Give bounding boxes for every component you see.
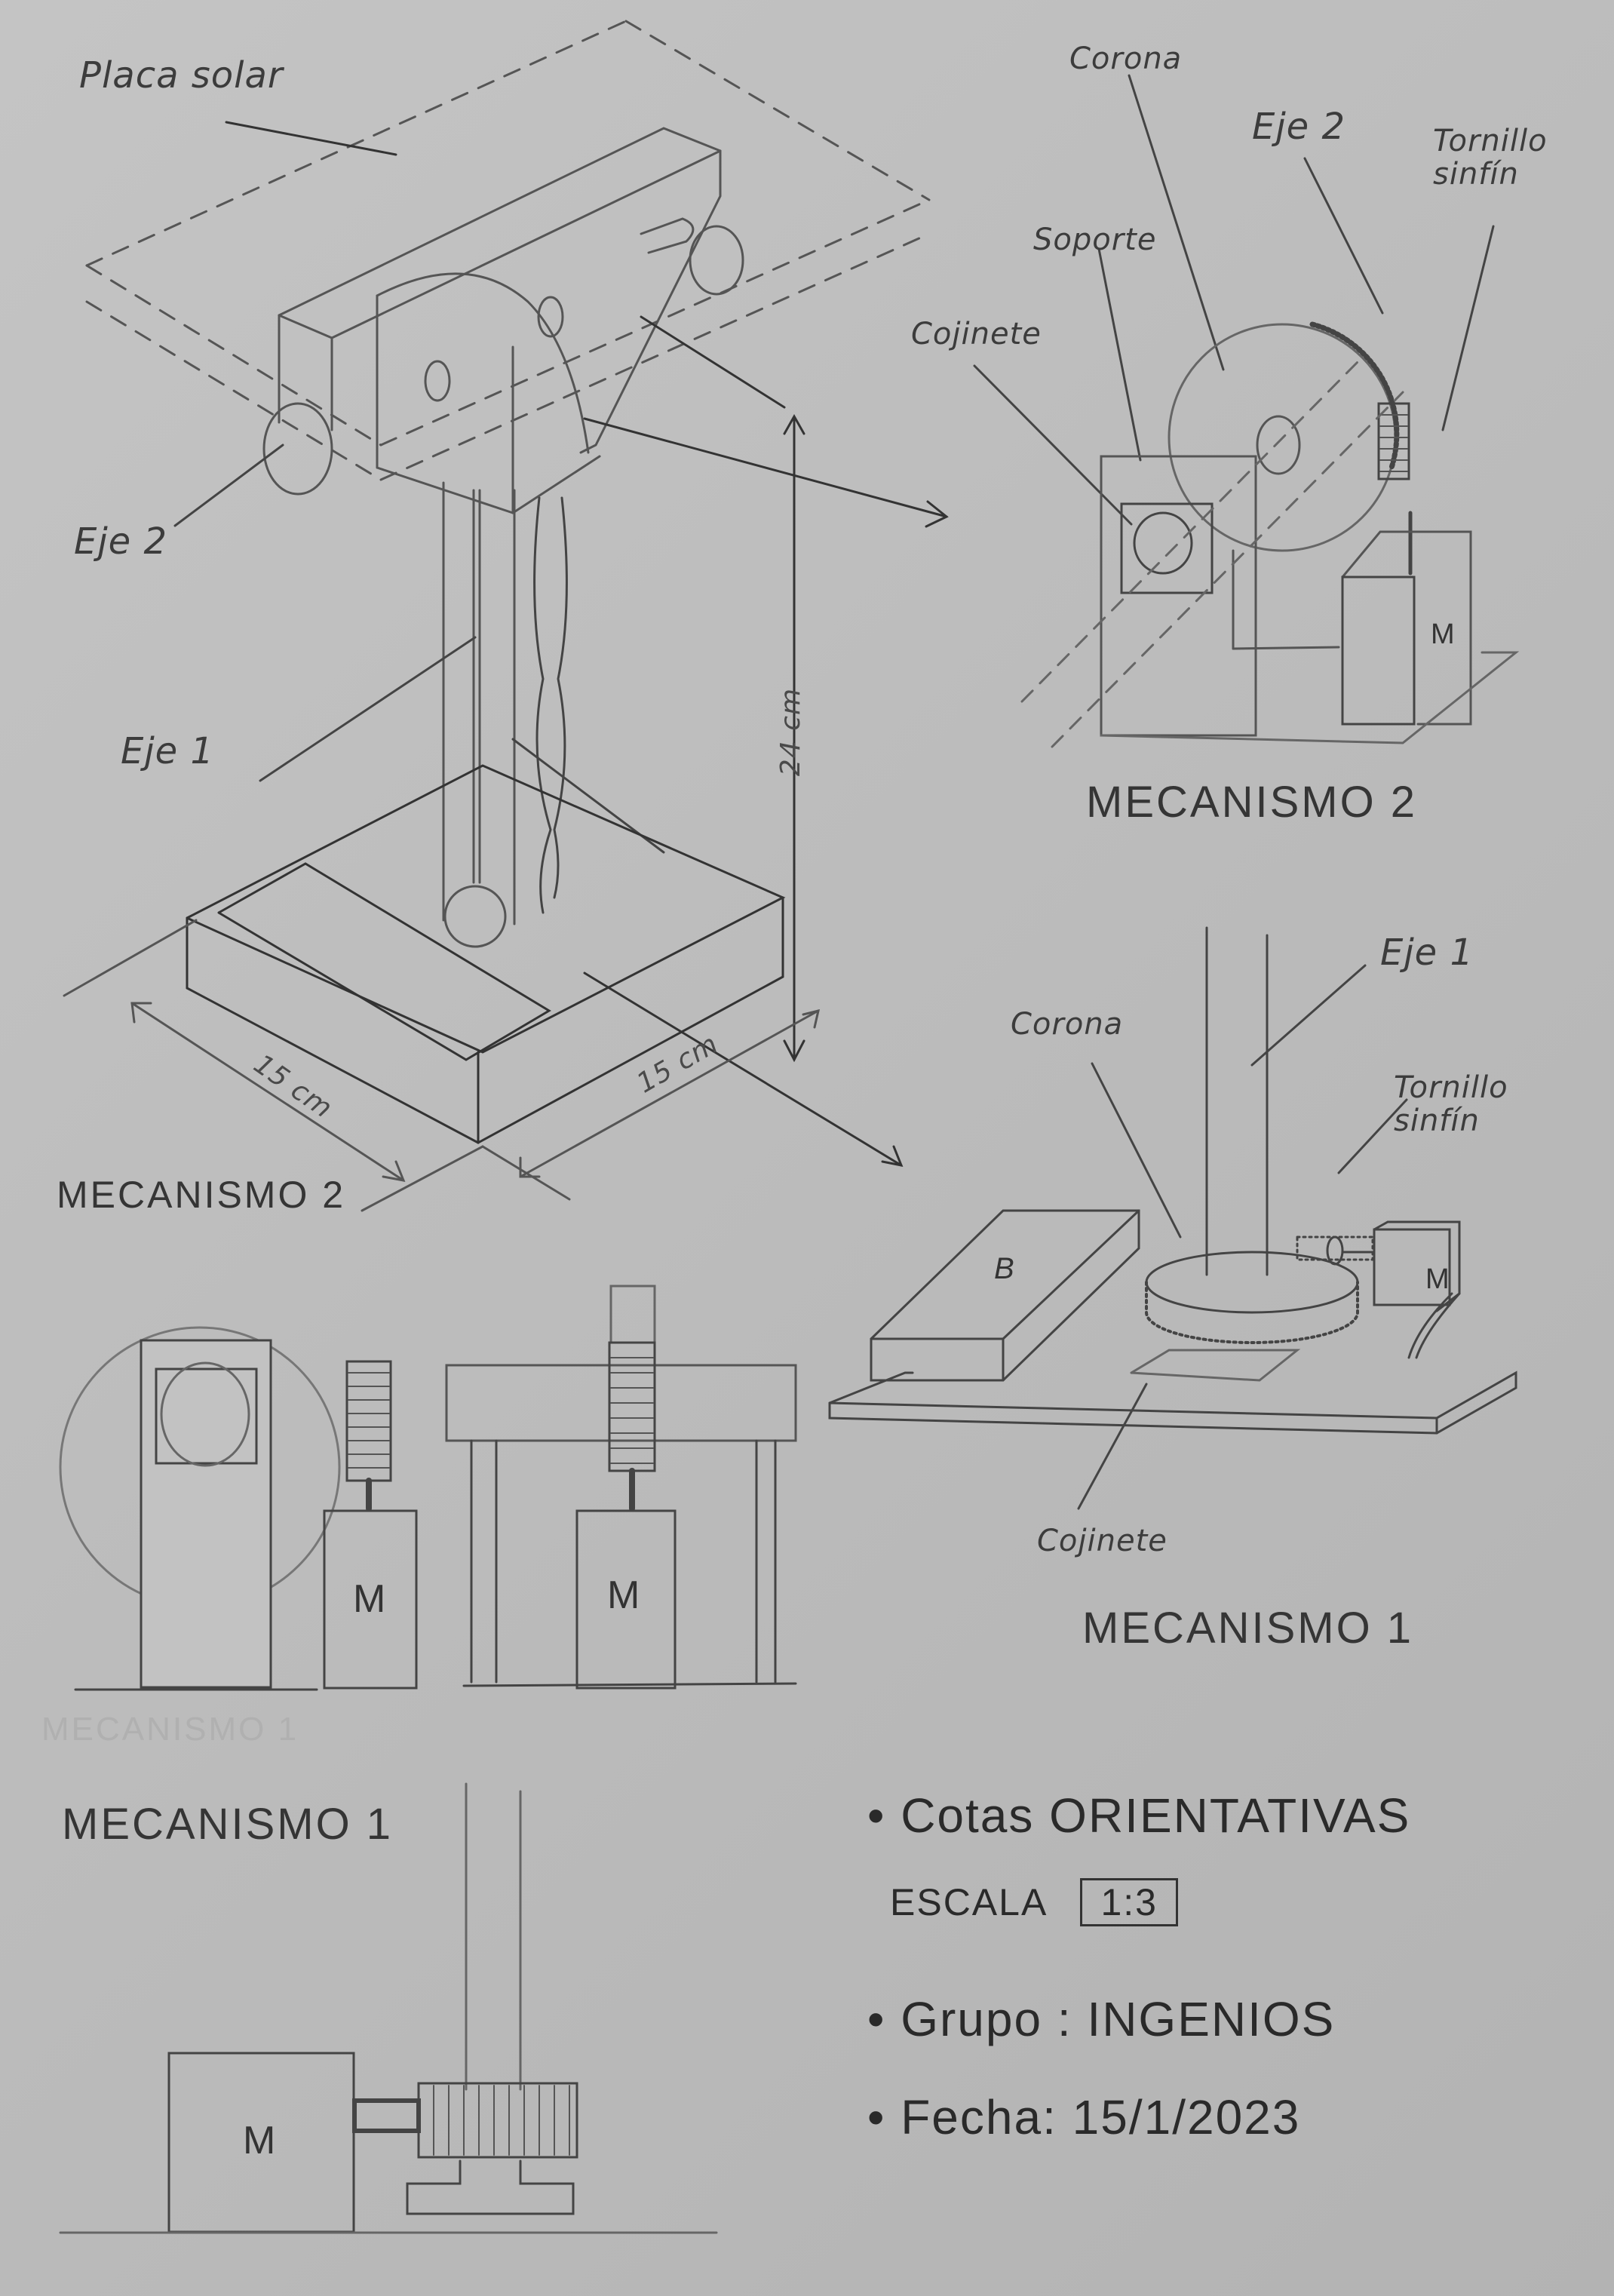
- isometric-assembly: [63, 20, 949, 1212]
- mechanism-1-side-title: MECANISMO 1: [62, 1800, 394, 1849]
- label-axis-1-detail: Eje 1: [1380, 932, 1474, 974]
- battery-label: B: [994, 1252, 1014, 1285]
- bullet: •: [867, 1788, 886, 1843]
- motor-label-ortho-right: M: [607, 1573, 640, 1617]
- mechanism-2-title: MECANISMO 2: [1086, 778, 1418, 827]
- mechanism-1-title: MECANISMO 1: [1082, 1604, 1414, 1653]
- motor-label-m2: M: [1431, 619, 1455, 650]
- motor-label-side: M: [243, 2119, 276, 2162]
- label-crown: Corona: [1069, 41, 1183, 76]
- isometric-title: MECANISMO 2: [57, 1174, 346, 1216]
- bullet: •: [867, 1992, 886, 2046]
- scale-value: 1:3: [1080, 1878, 1178, 1926]
- note-scale: ESCALA 1:3: [890, 1878, 1178, 1926]
- date-label: Fecha:: [901, 2090, 1057, 2144]
- label-bearing: Cojinete: [911, 317, 1042, 351]
- label-support: Soporte: [1033, 223, 1157, 257]
- axis2-housing: [262, 127, 744, 514]
- motor-label-ortho-left: M: [353, 1577, 386, 1621]
- scale-label: ESCALA: [890, 1881, 1046, 1923]
- faded-title: MECANISMO 1: [41, 1711, 299, 1748]
- axis1-pole: [442, 481, 568, 948]
- mechanism-2-detail: [973, 74, 1520, 748]
- label-crown-m1: Corona: [1011, 1007, 1124, 1042]
- note-date: • Fecha: 15/1/2023: [867, 2089, 1300, 2145]
- label-worm-screw-m1: Tornillo sinfín: [1394, 1070, 1508, 1138]
- orthographic-views: [59, 1285, 797, 1691]
- solar-panel-outline: [85, 20, 931, 481]
- date-value: 15/1/2023: [1072, 2090, 1301, 2144]
- bullet: •: [867, 2090, 886, 2144]
- label-axis-2-detail: Eje 2: [1252, 106, 1346, 148]
- group-label: Grupo :: [901, 1992, 1072, 2046]
- label-worm-screw: Tornillo sinfín: [1433, 124, 1548, 192]
- motor-label-m1: M: [1425, 1263, 1450, 1295]
- note-group: • Grupo : INGENIOS: [867, 1991, 1335, 2047]
- group-value: INGENIOS: [1087, 1992, 1336, 2046]
- dimensions-note-text: Cotas ORIENTATIVAS: [901, 1788, 1411, 1843]
- label-axis-1: Eje 1: [121, 730, 214, 772]
- note-dimensions: • Cotas ORIENTATIVAS: [867, 1788, 1410, 1843]
- dimension-height: 24 cm: [775, 687, 807, 777]
- mechanism-1-detail: [828, 926, 1517, 1510]
- label-axis-2: Eje 2: [74, 520, 167, 563]
- label-bearing-m1: Cojinete: [1037, 1524, 1168, 1558]
- label-solar-panel: Placa solar: [79, 54, 284, 97]
- base-box: [186, 764, 786, 1144]
- mechanism-1-side-view: [59, 1782, 718, 2234]
